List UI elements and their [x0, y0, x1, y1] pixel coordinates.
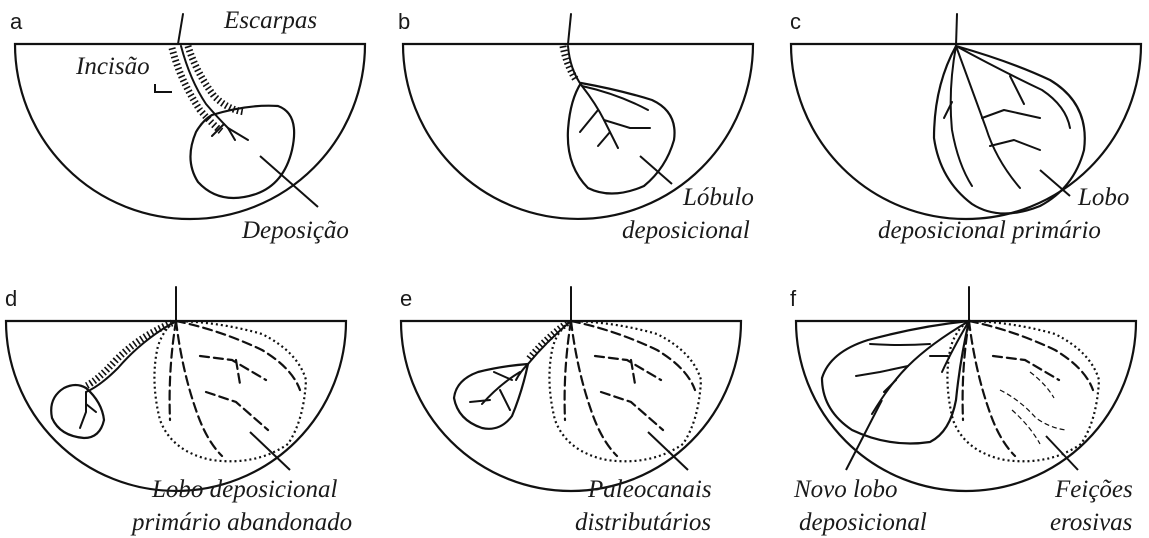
basin-outline-e [401, 321, 741, 491]
label-distributarios: distributários [575, 509, 711, 536]
leader-lobulo [640, 156, 672, 184]
primary-lobe-f [947, 321, 1099, 461]
label-lobulo: Lóbulo [682, 184, 754, 211]
label-feicoes: Feições [1054, 476, 1133, 503]
panel-letter-c: c [790, 9, 801, 34]
label-novo-lobo-deposicional: deposicional [799, 509, 927, 536]
panel-letter-f: f [790, 286, 797, 311]
label-erosivas: erosivas [1050, 509, 1132, 536]
label-primario-abandonado: primário abandonado [130, 509, 352, 536]
primary-lobe-e [549, 321, 701, 461]
label-incisao: Incisão [75, 53, 150, 80]
label-lobo: Lobo [1077, 184, 1129, 211]
panel-letter-b: b [398, 9, 410, 34]
panel-a: a Escarpas Incisão Deposição [10, 7, 365, 244]
label-paleocanais: Paleocanais [587, 476, 712, 503]
erosive-feature-f [1000, 390, 1066, 430]
panel-d: d Lobo deposicional primário abandonado [5, 286, 352, 536]
panel-f: f Novo lobo deposicional Feições erosiva… [790, 286, 1136, 536]
feeder-channel-b [568, 14, 571, 44]
panel-e: e Paleocanais distributários [400, 286, 741, 536]
leader-novo-lobo [846, 400, 882, 470]
label-deposicao: Deposição [241, 217, 349, 244]
basin-outline-a [15, 44, 365, 219]
label-novo-lobo: Novo lobo [793, 476, 897, 503]
basin-outline-d [6, 321, 346, 491]
label-lobo-deposicional-d: Lobo deposicional [151, 476, 337, 503]
panel-b: b Lóbulo deposicional [398, 9, 754, 244]
leader-lobo [1040, 170, 1070, 196]
label-lobulo-deposicional: deposicional [622, 217, 750, 244]
deposit-lobe-a [190, 106, 294, 198]
depositional-lobule-b [568, 83, 675, 194]
panel-letter-a: a [10, 9, 23, 34]
panel-c: c Lobo deposicional primário [790, 9, 1141, 244]
feeder-channel-a [178, 14, 183, 44]
label-escarpas: Escarpas [223, 7, 317, 34]
paleochannel-e [571, 321, 617, 456]
label-lobo-deposicional-primario: deposicional primário [878, 217, 1101, 244]
feeder-channel-c [956, 14, 957, 46]
leader-incisao [155, 84, 172, 92]
panel-letter-e: e [400, 286, 412, 311]
basin-outline-f [796, 321, 1136, 491]
abandoned-primary-lobe-d [154, 321, 306, 461]
panel-letter-d: d [5, 286, 17, 311]
